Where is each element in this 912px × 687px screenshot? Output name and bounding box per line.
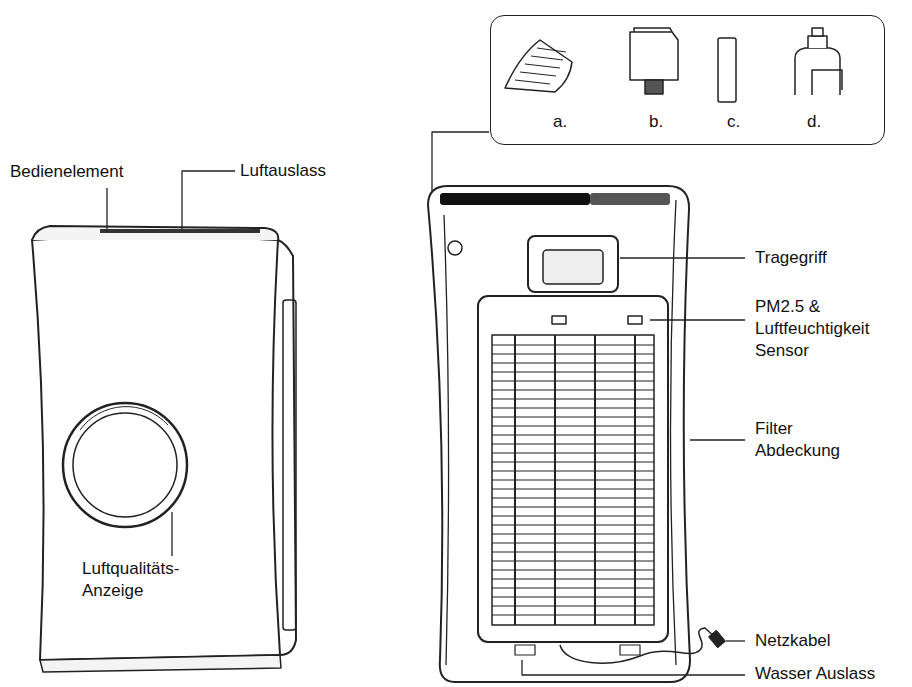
part-label: Netzkabel — [755, 630, 831, 652]
side-rail — [283, 300, 296, 630]
part-label: Luftauslass — [240, 160, 326, 182]
grille — [492, 335, 654, 625]
ring-bevel — [80, 407, 168, 430]
leader-line — [522, 660, 745, 675]
part-b-knob — [645, 80, 663, 94]
part-label: Tragegriff — [755, 247, 827, 269]
base — [40, 655, 281, 672]
part-b-top — [634, 28, 672, 32]
handle — [528, 236, 618, 292]
power-cord — [560, 628, 718, 663]
outlet-slot — [100, 229, 260, 233]
side-housing — [278, 240, 296, 655]
outlet-slot — [590, 193, 670, 205]
part-letter: b. — [649, 112, 663, 132]
part-label: Filter Abdeckung — [755, 418, 867, 462]
air-quality-ring-inner — [73, 413, 177, 517]
grille-bars — [492, 335, 654, 625]
side-edge — [671, 200, 677, 665]
part-label: Luftqualitäts- Anzeige — [82, 558, 207, 602]
part-d-neck — [808, 36, 827, 48]
air-quality-ring — [63, 403, 187, 527]
part-d-cap — [795, 48, 840, 95]
part-d-clip — [812, 70, 842, 95]
leader-line — [690, 439, 745, 440]
back-housing — [428, 186, 690, 682]
front-housing — [32, 236, 280, 660]
foot — [515, 645, 535, 655]
leader-line — [726, 640, 745, 641]
sensor-tab — [552, 316, 566, 324]
top-face — [32, 226, 278, 240]
hole — [448, 241, 462, 255]
part-b-box — [630, 32, 678, 80]
leader-line — [182, 171, 235, 229]
foot — [620, 645, 640, 655]
leader-line — [620, 257, 745, 258]
plug — [709, 630, 726, 647]
part-letter: d. — [807, 112, 821, 132]
part-d-nozzle — [812, 28, 823, 36]
part-label: Bedienelement — [10, 161, 123, 183]
leader-line — [171, 512, 172, 556]
part-label: Wasser Auslass — [755, 663, 875, 685]
part-letter: a. — [553, 112, 567, 132]
leader-line — [650, 319, 745, 320]
side-edge — [444, 215, 449, 665]
part-label: PM2.5 & Luftfeuchtigkeit Sensor — [755, 296, 893, 362]
sensor-tab — [628, 316, 642, 324]
part-c-tube — [718, 38, 736, 102]
handle-grip — [543, 250, 603, 284]
filter-cover — [478, 296, 668, 642]
leader-line — [106, 188, 107, 232]
part-a-filter-ribs — [515, 48, 566, 84]
leader-line — [432, 132, 489, 192]
outlet-slot — [440, 193, 590, 205]
parts-inset-box: a. b. c. d. — [490, 15, 885, 145]
part-a-filter — [505, 40, 572, 92]
part-letter: c. — [727, 112, 740, 132]
